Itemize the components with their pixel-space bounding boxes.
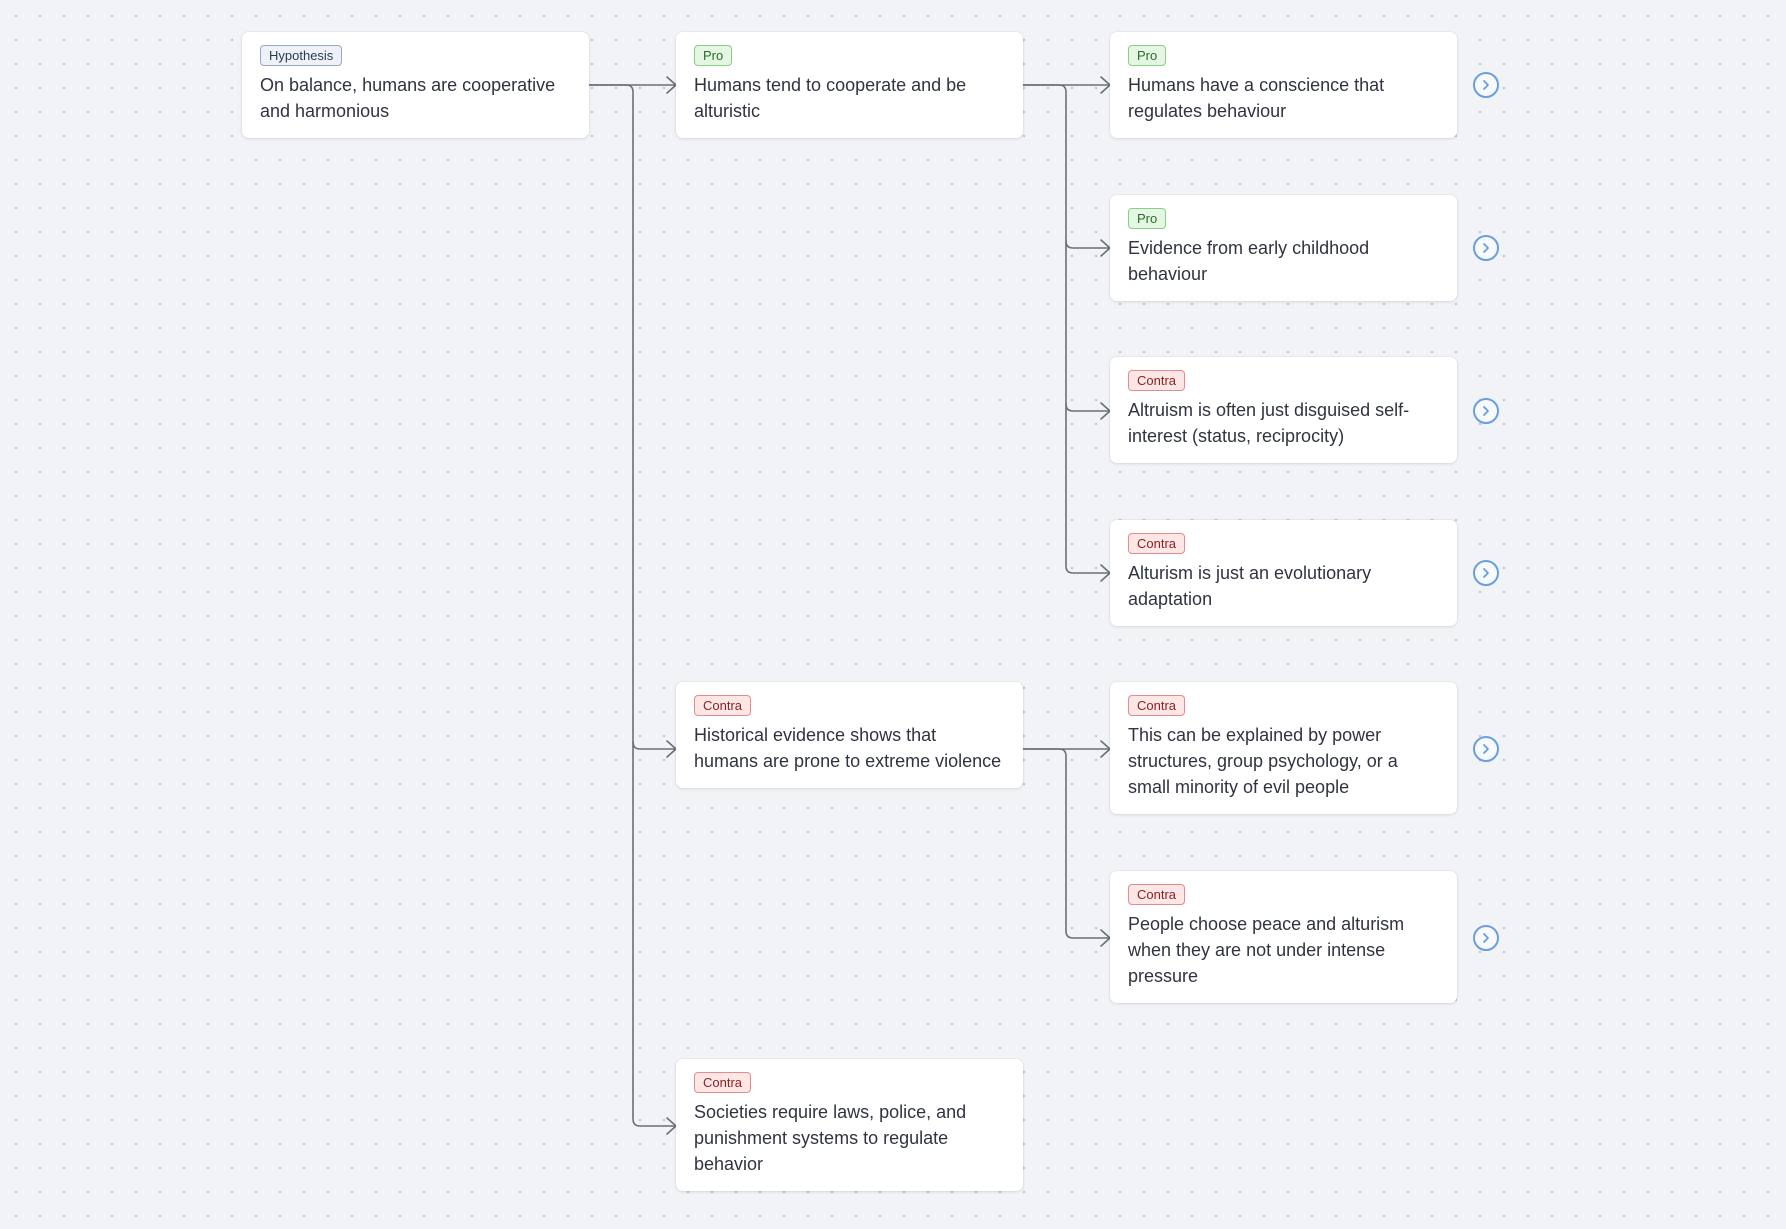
argument-text: Humans tend to cooperate and be alturist… (694, 75, 967, 121)
sub-argument-text: People choose peace and alturism when th… (1128, 914, 1405, 986)
contra-badge: Contra (1128, 884, 1186, 905)
arrowhead (1100, 740, 1111, 758)
arrowhead (1100, 929, 1111, 947)
connector-hypothesis-to-arg-2 (588, 84, 677, 750)
contra-badge: Contra (694, 1072, 752, 1093)
sub-argument-node-contra[interactable]: Contra People choose peace and alturism … (1110, 871, 1457, 1003)
arrowhead (1100, 76, 1111, 94)
contra-badge: Contra (1128, 533, 1186, 554)
argument-node-pro[interactable]: Pro Humans tend to cooperate and be altu… (676, 32, 1023, 138)
arrowhead (666, 740, 677, 758)
contra-badge: Contra (694, 695, 752, 716)
chevron-right-icon (1483, 744, 1489, 754)
argument-text: Historical evidence shows that humans ar… (694, 725, 1002, 771)
hypothesis-text: On balance, humans are cooperative and h… (260, 75, 556, 121)
connector-arg-1-to-child-4 (1065, 403, 1111, 574)
pro-badge: Pro (694, 45, 733, 66)
sub-argument-text: Alturism is just an evolutionary adaptat… (1128, 563, 1372, 609)
hypothesis-node[interactable]: Hypothesis On balance, humans are cooper… (242, 32, 589, 138)
hypothesis-badge: Hypothesis (260, 45, 343, 66)
connector-arg-2-to-child-2 (1022, 748, 1111, 939)
expand-button[interactable] (1473, 235, 1499, 261)
arrowhead (666, 76, 677, 94)
argument-node-contra[interactable]: Contra Societies require laws, police, a… (676, 1059, 1023, 1191)
chevron-right-icon (1483, 243, 1489, 253)
connector-arg-1-to-child-2 (1022, 84, 1111, 249)
sub-argument-node-contra[interactable]: Contra This can be explained by power st… (1110, 682, 1457, 814)
sub-argument-node-pro[interactable]: Pro Evidence from early childhood behavi… (1110, 195, 1457, 301)
expand-button[interactable] (1473, 736, 1499, 762)
chevron-right-icon (1483, 568, 1489, 578)
argument-node-contra[interactable]: Contra Historical evidence shows that hu… (676, 682, 1023, 788)
expand-button[interactable] (1473, 72, 1499, 98)
sub-argument-node-contra[interactable]: Contra Alturism is just an evolutionary … (1110, 520, 1457, 626)
chevron-right-icon (1483, 933, 1489, 943)
connector-arg-1-to-child-3 (1065, 240, 1111, 412)
contra-badge: Contra (1128, 370, 1186, 391)
arrowhead (666, 1117, 677, 1135)
arrowhead (1100, 239, 1111, 257)
chevron-right-icon (1483, 80, 1489, 90)
expand-button[interactable] (1473, 398, 1499, 424)
sub-argument-node-contra[interactable]: Contra Altruism is often just disguised … (1110, 357, 1457, 463)
contra-badge: Contra (1128, 695, 1186, 716)
sub-argument-text: Humans have a conscience that regulates … (1128, 75, 1385, 121)
expand-button[interactable] (1473, 560, 1499, 586)
sub-argument-node-pro[interactable]: Pro Humans have a conscience that regula… (1110, 32, 1457, 138)
pro-badge: Pro (1128, 208, 1167, 229)
sub-argument-text: Altruism is often just disguised self-in… (1128, 400, 1410, 446)
arrowhead (1100, 564, 1111, 582)
expand-button[interactable] (1473, 925, 1499, 951)
sub-argument-text: This can be explained by power structure… (1128, 725, 1398, 797)
chevron-right-icon (1483, 406, 1489, 416)
argument-text: Societies require laws, police, and puni… (694, 1102, 967, 1174)
pro-badge: Pro (1128, 45, 1167, 66)
sub-argument-text: Evidence from early childhood behaviour (1128, 238, 1370, 284)
connector-hypothesis-to-arg-3 (632, 741, 677, 1127)
arrowhead (1100, 402, 1111, 420)
